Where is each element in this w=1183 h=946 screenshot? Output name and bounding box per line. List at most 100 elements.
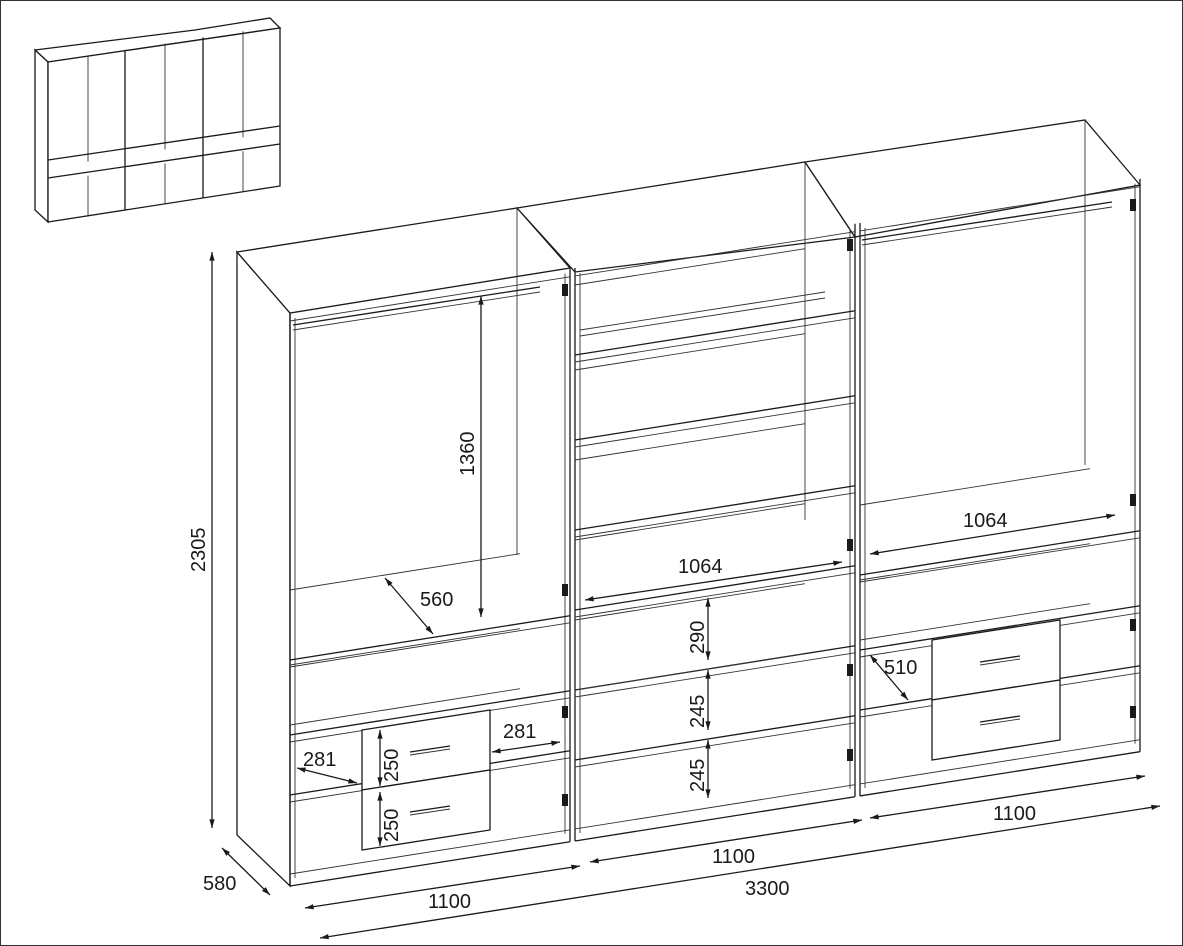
shelf-edge (574, 317, 856, 363)
dim-middle-inner-width: 1064 (678, 556, 723, 578)
shelf-front (289, 690, 571, 736)
shoe-rail (579, 291, 826, 331)
hinge-icon (562, 584, 568, 596)
arrowhead-icon (492, 748, 501, 754)
hinge-icon (1130, 494, 1136, 506)
shelf-back (859, 543, 1091, 581)
shelf-front (574, 715, 856, 761)
dimension-line (384, 577, 434, 635)
wardrobe-line-art (235, 119, 1142, 888)
arrowhead-icon (478, 296, 484, 305)
dimension-line (319, 805, 1161, 939)
drawer-handle (409, 745, 451, 753)
arrowhead-icon (1151, 804, 1160, 810)
arrowhead-icon (870, 655, 878, 664)
shelf-front (859, 530, 1141, 576)
drawer-handle (409, 748, 451, 756)
arrowhead-icon (305, 904, 314, 910)
arrowhead-icon (705, 789, 711, 798)
hinge-icon (562, 794, 568, 806)
top-inner-edge (289, 276, 571, 322)
drawer-handle (979, 658, 1021, 666)
shelf-edge (574, 402, 856, 448)
shelf-edge (574, 652, 856, 698)
dim-drawer-top: 250 (381, 749, 403, 782)
shoe-rail (579, 297, 826, 337)
shelf-back (574, 423, 806, 461)
dim-middle-width: 1100 (712, 846, 755, 868)
shelf-back (574, 248, 806, 286)
arrowhead-icon (900, 691, 908, 700)
arrowhead-icon (377, 837, 383, 846)
arrowhead-icon (425, 625, 433, 634)
drawer-handle (979, 655, 1021, 663)
arrowhead-icon (590, 858, 599, 864)
shelf-back (574, 653, 806, 691)
arrowhead-icon (377, 730, 383, 739)
shelf-front (574, 565, 856, 611)
arrowhead-icon (209, 819, 215, 828)
arrowhead-icon (385, 578, 393, 587)
arrowhead-icon (222, 848, 231, 856)
dim-left-width: 1100 (428, 891, 471, 913)
hinge-icon (1130, 619, 1136, 631)
arrowhead-icon (1136, 774, 1145, 780)
hinge-icon (1130, 706, 1136, 718)
dim-left-side-compartment: 281 (303, 749, 336, 771)
thumb-side (34, 48, 49, 224)
arrowhead-icon (853, 818, 862, 824)
dimension-line (869, 514, 1116, 555)
arrowhead-icon (705, 721, 711, 730)
arrowhead-icon (705, 651, 711, 660)
drawer-handle (979, 718, 1021, 726)
shelf-back (289, 553, 521, 591)
shelf-back (859, 468, 1091, 506)
dimension-line (584, 561, 843, 601)
shelf-front (574, 485, 856, 531)
dimension-line (296, 767, 358, 784)
dim-right-side-compartment: 281 (503, 721, 536, 743)
dim-right-shelf-depth: 510 (884, 657, 917, 679)
dimension-line (304, 865, 581, 909)
arrowhead-icon (209, 252, 215, 261)
dim-middle-gap-2: 245 (687, 695, 709, 728)
shelf-back (574, 333, 806, 371)
arrowhead-icon (705, 598, 711, 607)
thumb-front (47, 27, 281, 223)
bottom-edge (859, 751, 1141, 797)
shelf-back (574, 503, 806, 541)
dim-total-width: 3300 (745, 878, 790, 900)
dim-middle-gap-3: 245 (687, 759, 709, 792)
hinge-icon (847, 664, 853, 676)
shelf-front (574, 395, 856, 441)
top-inner-edge (859, 186, 1141, 232)
arrowhead-icon (870, 550, 879, 556)
middle-top (515, 161, 857, 273)
shelf-edge (574, 572, 856, 618)
shelf-front (859, 605, 1141, 651)
dim-right-inner-width: 1064 (963, 510, 1008, 532)
bottom-edge (574, 796, 856, 842)
dim-right-width: 1100 (993, 803, 1036, 825)
hinge-icon (847, 539, 853, 551)
shelf-back (289, 628, 521, 666)
right-top (803, 119, 1142, 238)
plinth-edge (289, 829, 571, 875)
wardrobe-thumbnail (33, 17, 282, 224)
arrowhead-icon (705, 740, 711, 749)
arrowhead-icon (1106, 513, 1115, 519)
left-side-panel (236, 250, 291, 888)
dim-drawer-bottom: 250 (381, 809, 403, 842)
hinge-icon (847, 239, 853, 251)
shelf-edge (289, 622, 571, 668)
arrowhead-icon (551, 740, 560, 746)
hanging-rail-left (292, 291, 541, 331)
plinth-edge (574, 784, 856, 830)
dimension-line (221, 847, 271, 896)
arrowhead-icon (261, 887, 270, 895)
shelf-front (289, 615, 571, 661)
dimension-lines (209, 252, 1161, 940)
arrowhead-icon (571, 864, 580, 870)
shelf-edge (574, 492, 856, 538)
